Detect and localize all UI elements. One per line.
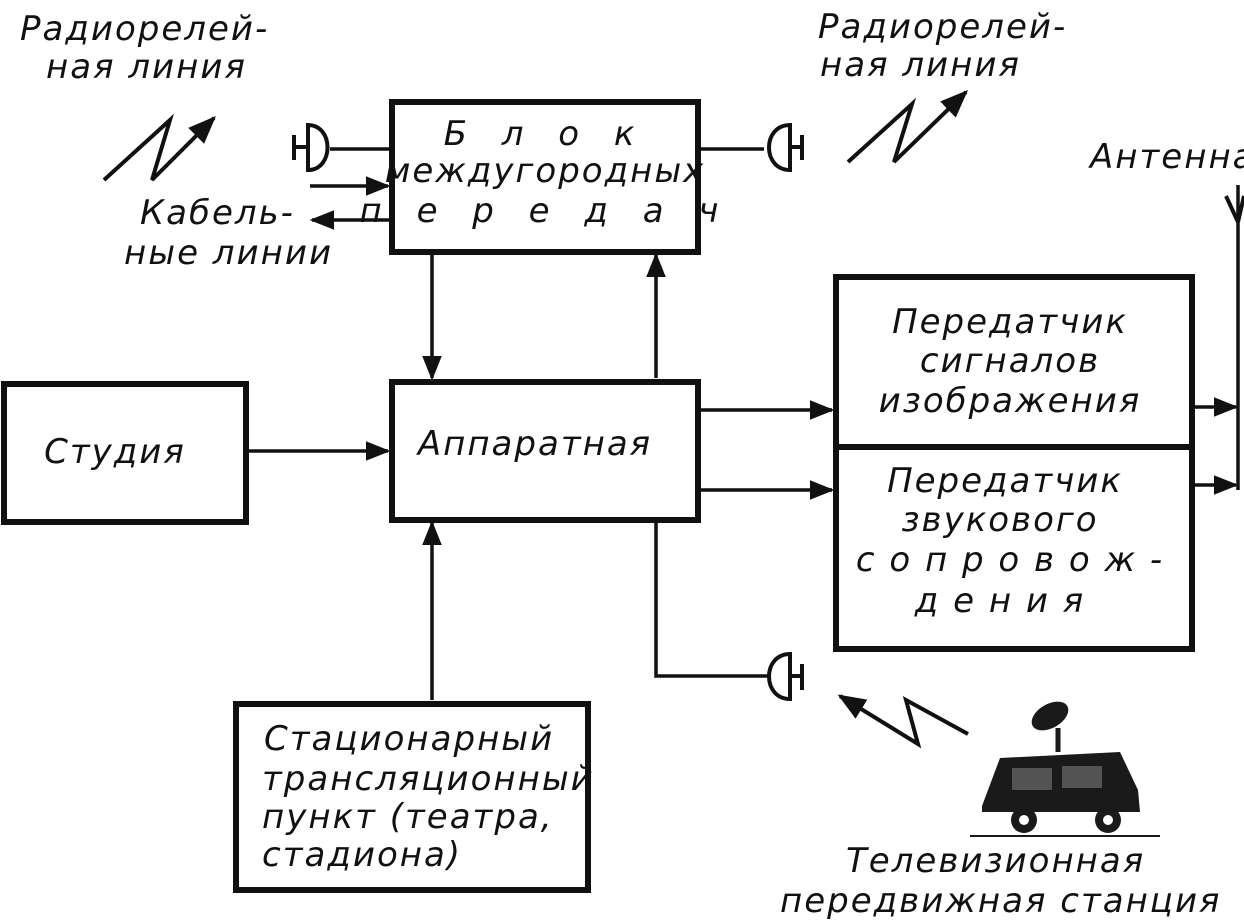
block-stationary-point-line-1: Стационарный [264,719,554,759]
radio-relay-left-label-line-1: Радиорелей- [20,9,269,49]
block-video-transmitter-line-3: изображения [879,381,1142,421]
antenna-icon [1224,195,1244,223]
antenna-label: Антенна [1088,137,1244,177]
block-stationary-point-line-3: пункт (театра, [262,797,554,837]
block-studio: Студия [1,381,249,525]
dish-antenna-right-icon [698,122,804,173]
radio-link-mobile-icon [837,694,969,749]
block-stationary-point-line-4: стадиона) [262,835,462,875]
block-studio-label: Студия [44,432,186,472]
block-intercity-line-1: Б л о к [444,114,647,154]
block-intercity-line-2: междугородных [385,151,706,191]
block-audio-transmitter-line-3: с о п р о в о ж - [856,540,1164,580]
radio-link-left-icon [102,113,216,182]
block-audio-transmitter: Передатчик звукового с о п р о в о ж - д… [833,444,1195,652]
block-intercity: Б л о к междугородных п е р е д а ч [360,99,731,255]
block-audio-transmitter-line-1: Передатчик [887,461,1123,501]
cable-lines-label-line-1: Кабель- [140,193,295,233]
block-stationary-point-line-2: трансляционный [262,759,595,799]
radio-relay-right-label-line-1: Радиорелей- [818,7,1067,47]
block-audio-transmitter-line-4: д е н и я [914,581,1085,621]
block-video-transmitter: Передатчик сигналов изображения [833,274,1195,450]
mobile-station-label-line-1: Телевизионная [846,841,1145,881]
block-control-room-label: Аппаратная [416,424,652,464]
block-video-transmitter-line-1: Передатчик [892,302,1128,342]
block-stationary-point: Стационарный трансляционный пункт (театр… [233,701,595,893]
radio-relay-right-label-line-2: ная линия [820,45,1021,85]
control-to-receive-dish-line [654,522,768,678]
radio-link-right-icon [846,90,969,164]
block-intercity-line-3: п е р е д а ч [360,191,731,231]
mobile-station-label-line-2: передвижная станция [780,881,1222,921]
block-audio-transmitter-line-2: звукового [901,500,1098,540]
radio-relay-left-label-line-2: ная линия [46,47,247,87]
dish-antenna-receive-icon [767,651,804,702]
block-control-room: Аппаратная [389,379,701,523]
block-video-transmitter-line-2: сигналов [920,341,1100,381]
mobile-tv-van-icon [970,701,1160,837]
dish-antenna-left-icon [292,122,392,173]
cable-lines-label-line-2: ные линии [124,233,333,273]
